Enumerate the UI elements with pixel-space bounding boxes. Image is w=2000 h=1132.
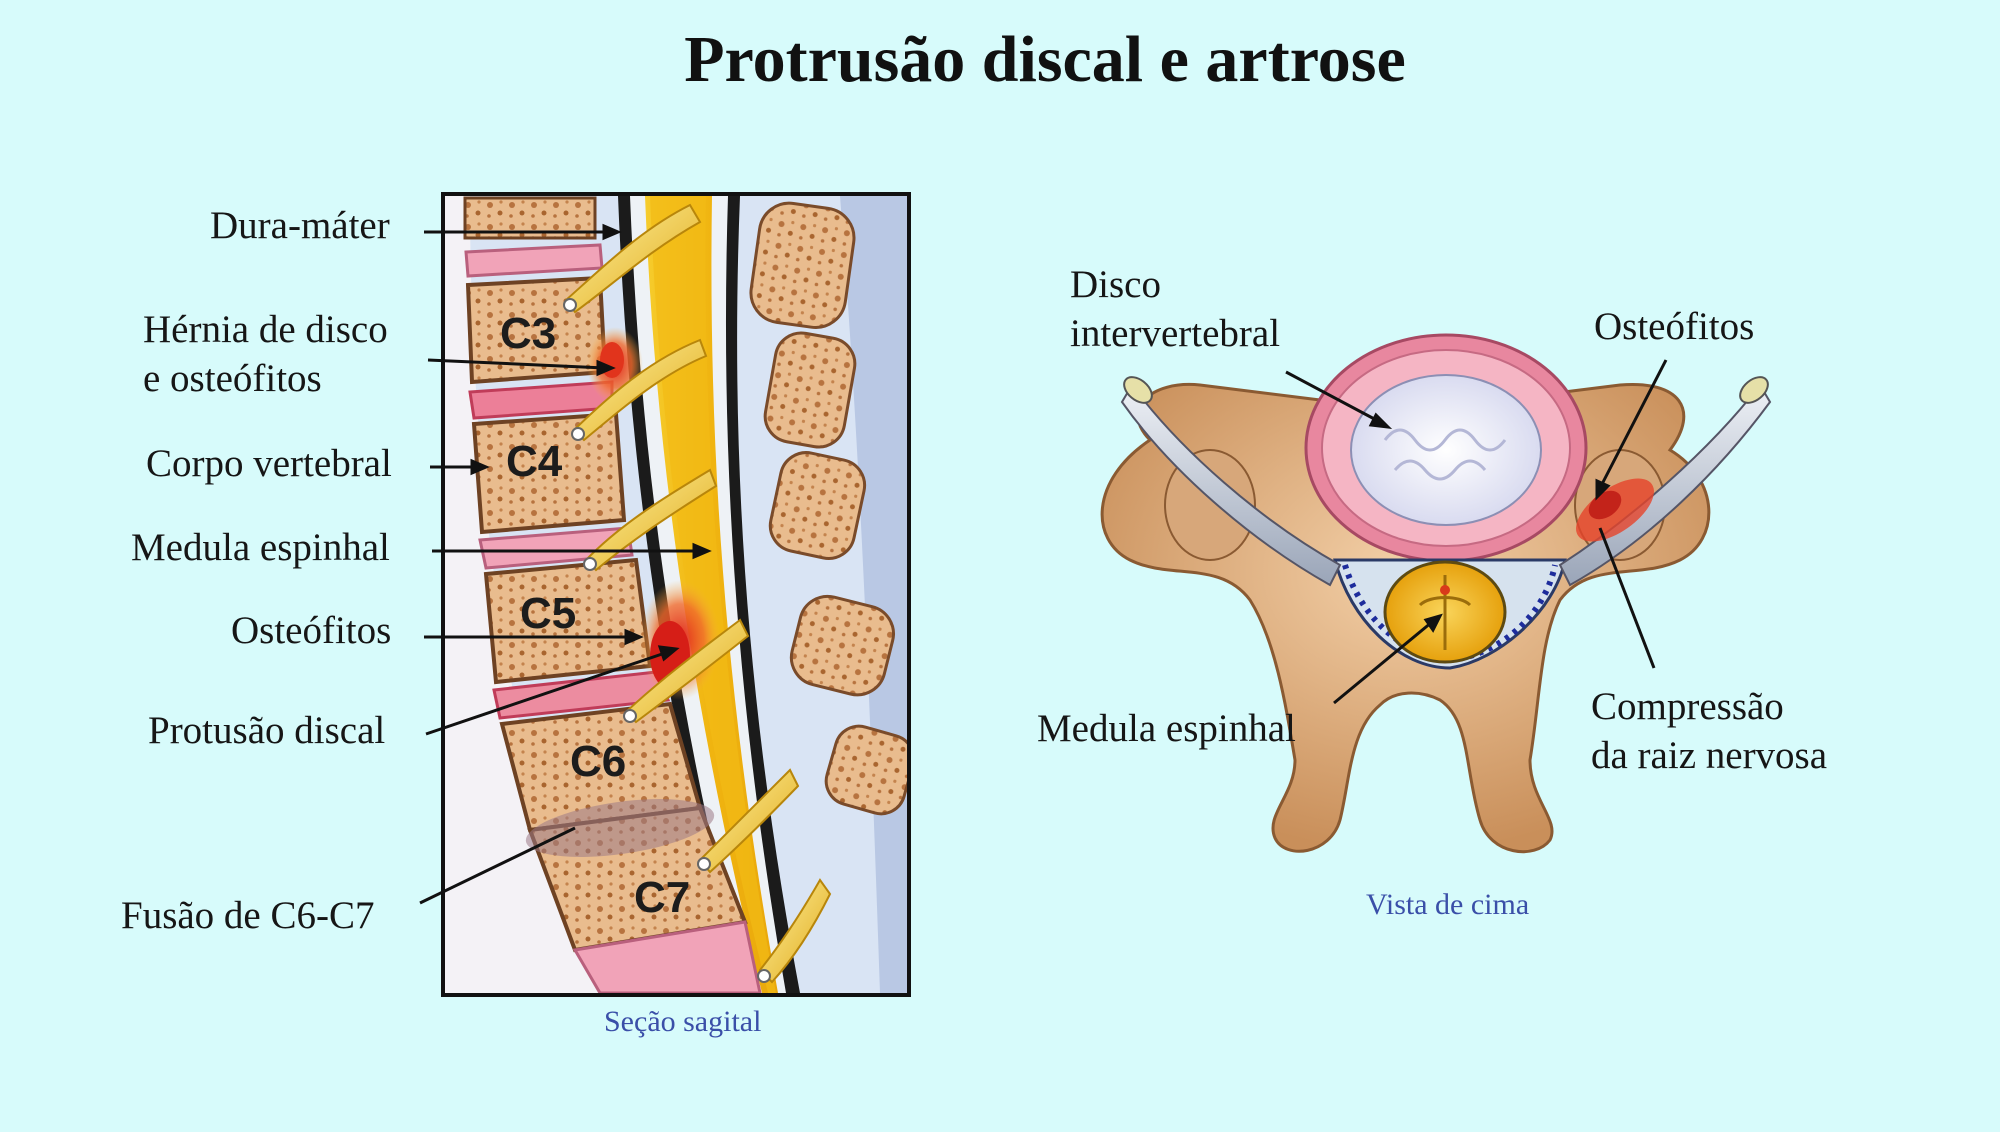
label-compressao-line2: da raiz nervosa [1591, 734, 1828, 777]
vertebra-label-c6: C6 [570, 737, 626, 786]
label-medula-espinhal-sagittal: Medula espinhal [131, 526, 390, 569]
label-disco-line1: Disco [1070, 263, 1161, 306]
label-fusao-c6-c7: Fusão de C6-C7 [121, 894, 375, 937]
vertebra-label-c3: C3 [500, 309, 556, 358]
vertebra-label-c5: C5 [520, 589, 576, 638]
top-view-leader-lines [1285, 359, 1668, 705]
caption-secao-sagital: Seção sagital [604, 1005, 762, 1038]
label-osteofitos-top: Osteófitos [1594, 305, 1755, 348]
label-corpo-vertebral: Corpo vertebral [146, 442, 392, 485]
label-osteofitos-sagittal: Osteófitos [231, 609, 392, 652]
sagittal-frame [441, 192, 911, 997]
label-compressao-line1: Compressão [1591, 685, 1784, 728]
label-protusao-discal: Protusão discal [148, 709, 386, 752]
sagittal-leader-lines [419, 223, 712, 905]
label-medula-espinhal-top: Medula espinhal [1037, 707, 1296, 750]
caption-vista-de-cima: Vista de cima [1366, 888, 1530, 921]
label-disco-line2: intervertebral [1070, 312, 1281, 355]
vertebra-label-c7: C7 [634, 873, 690, 922]
label-hernia-line2: e osteófitos [143, 357, 322, 400]
page-title: Protrusão discal e artrose [684, 23, 1406, 96]
label-dura-mater: Dura-máter [210, 204, 390, 247]
vertebra-label-c4: C4 [506, 437, 563, 486]
label-hernia-line1: Hérnia de disco [143, 308, 388, 351]
